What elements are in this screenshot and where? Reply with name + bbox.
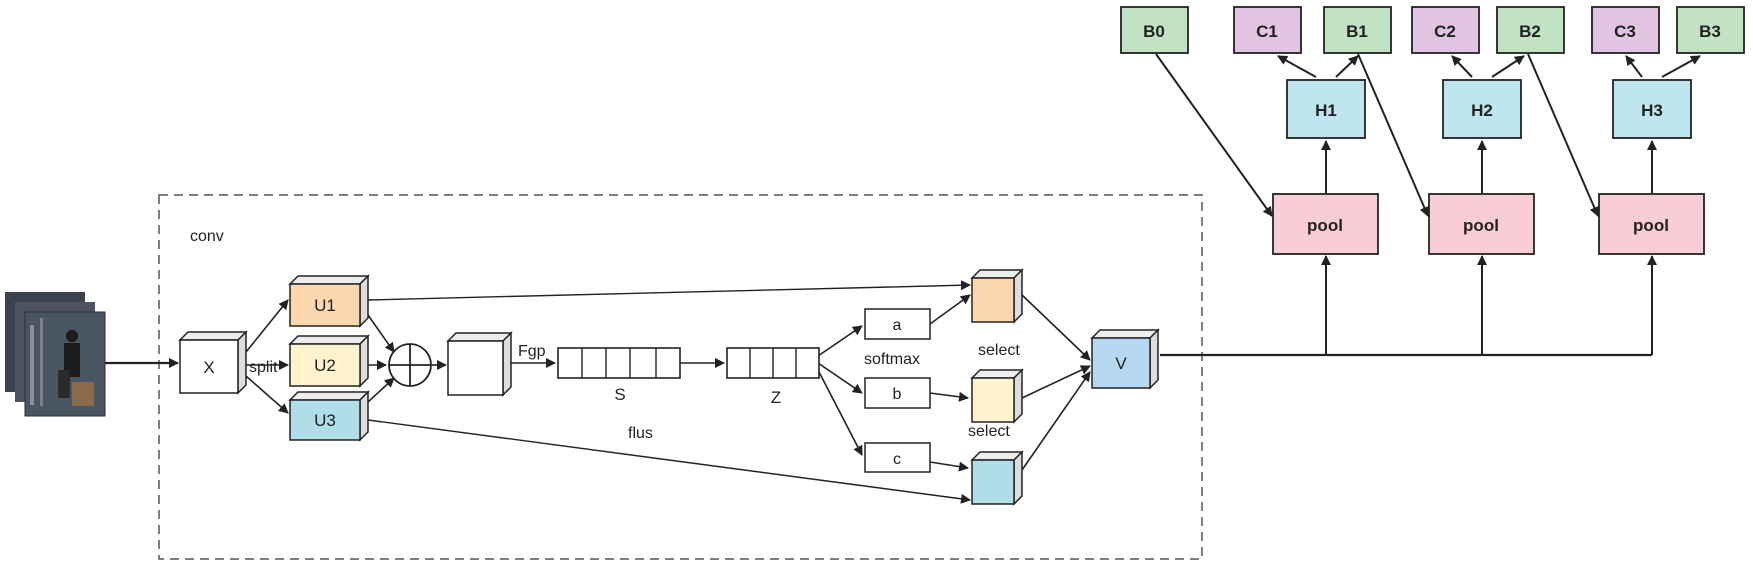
edge-h1-b1 [1335,55,1359,78]
edge-h2-b2 [1491,55,1525,78]
edge-h1-c1 [1277,55,1317,78]
node-x: X [178,330,248,395]
edge-select2-v [1021,365,1091,399]
sum-node [388,343,432,387]
edge-z-a [817,325,863,357]
node-a-label: a [893,317,902,334]
node-pool3: pool [1598,193,1705,255]
node-s: S [557,347,681,404]
fused-feature-node [446,331,513,397]
node-s-label: S [614,385,625,404]
node-u2-label: U2 [314,356,336,375]
label-select-middle: select [968,423,1010,440]
node-pool1-label: pool [1307,216,1343,235]
node-c1: C1 [1233,6,1302,54]
node-h3: H3 [1612,79,1692,139]
node-u3: U3 [288,390,370,442]
label-select-top: select [978,342,1020,359]
edge-b2-pool3 [1527,53,1600,217]
node-b3-label: B3 [1699,22,1721,41]
edge-select1-v [1021,294,1091,361]
node-b: b [864,377,931,409]
node-c3-label: C3 [1614,22,1636,41]
node-pool2-label: pool [1463,216,1499,235]
node-u1: U1 [288,274,370,328]
edge-b0-pool1 [1155,53,1273,217]
node-x-label: X [203,358,214,377]
edge-h3-b3 [1661,55,1701,78]
node-u1-label: U1 [314,296,336,315]
label-fgp: Fgp [518,343,546,360]
node-pool3-label: pool [1633,216,1669,235]
node-h1-label: H1 [1315,101,1337,120]
edge-u3-plus [367,377,395,403]
node-z-label: Z [771,388,781,407]
node-c1-label: C1 [1256,22,1278,41]
node-b2-label: B2 [1519,22,1541,41]
edge-b1-pool2 [1357,53,1430,217]
edge-z-c [817,369,863,456]
conv-label: conv [190,228,224,245]
node-b0: B0 [1120,6,1189,54]
edge-u3-select3 [367,419,971,504]
node-z: Z [726,347,820,407]
input-image-stack [5,292,106,417]
edge-b-select2 [929,391,969,402]
node-pool1: pool [1272,193,1379,255]
label-split: split [249,359,278,376]
node-a: a [864,308,931,340]
node-b2: B2 [1496,6,1565,54]
node-b-label: b [893,386,902,403]
node-c: c [864,442,931,473]
edge-select3-v [1021,371,1091,471]
edge-c-select3 [929,461,969,472]
node-c3: C3 [1591,6,1660,54]
edges [105,53,1701,504]
edge-a-select1 [929,294,971,325]
node-b1-label: B1 [1346,22,1368,41]
node-h3-label: H3 [1641,101,1663,120]
node-c2-label: C2 [1434,22,1456,41]
edge-x-u1 [245,299,289,353]
edge-h2-c2 [1451,55,1473,78]
node-b0-label: B0 [1143,22,1165,41]
node-h2-label: H2 [1471,101,1493,120]
conv-frame [158,194,1203,560]
node-b3: B3 [1676,6,1745,54]
node-b1: B1 [1323,6,1392,54]
node-v: V [1090,328,1160,390]
edge-z-b [817,362,863,394]
label-softmax: softmax [864,351,920,368]
node-c2: C2 [1411,6,1480,54]
edge-h3-c3 [1625,55,1643,78]
label-flus: flus [628,425,653,442]
node-u3-label: U3 [314,411,336,430]
edge-u1-plus [367,314,395,353]
select-cube-bottom [970,450,1024,506]
edge-x-u3 [245,375,289,414]
node-c-label: c [893,451,901,468]
edge-u1-select1 [367,280,971,301]
select-cube-middle [970,368,1024,424]
node-h2: H2 [1442,79,1522,139]
node-u2: U2 [288,334,370,388]
select-cube-top [970,268,1024,324]
node-h1: H1 [1286,79,1366,139]
node-v-label: V [1115,354,1127,373]
node-pool2: pool [1428,193,1535,255]
